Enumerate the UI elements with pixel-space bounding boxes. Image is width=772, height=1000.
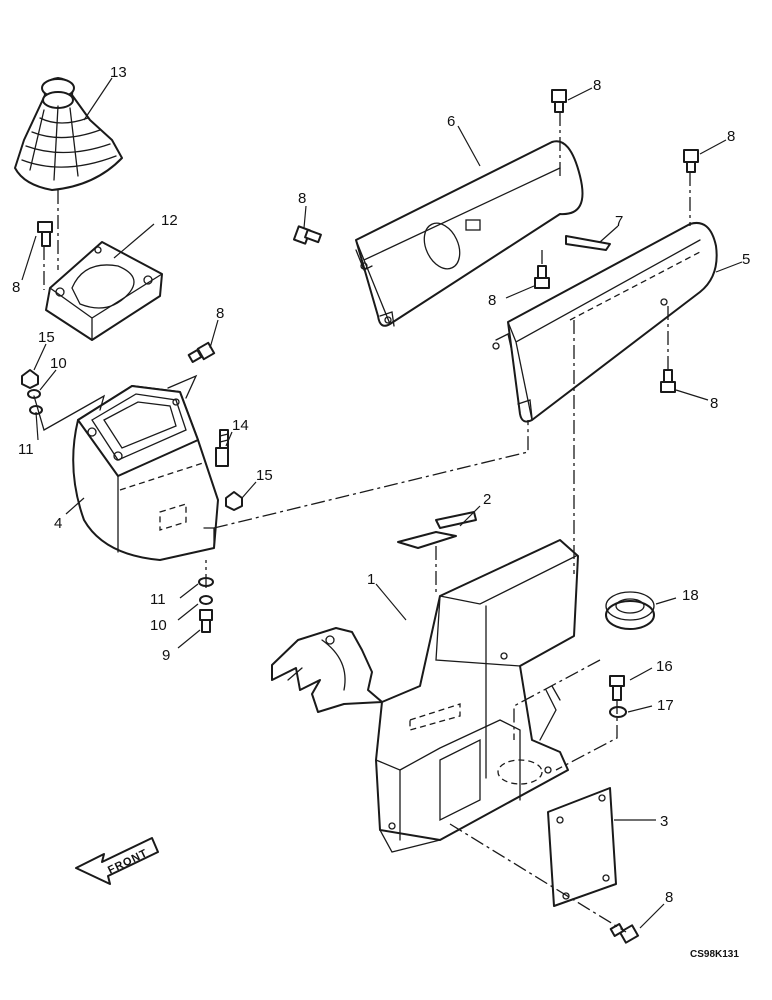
callout-1: 1 [367,571,375,588]
bolt-8-panel5-top [683,149,699,173]
callout-10: 10 [150,617,167,634]
callout-5: 5 [742,251,750,268]
callout-4: 4 [54,515,62,532]
boot-part-13 [14,77,123,191]
callout-8: 8 [727,128,735,145]
bolt-9 [199,609,213,633]
screw-14 [215,429,229,467]
callout-8: 8 [665,889,673,906]
bracket-part-7 [565,235,611,251]
bolt-16 [609,675,625,701]
callout-8: 8 [593,77,601,94]
bolt-8-panel6-bottom [534,265,550,289]
clip-part-2 [397,511,477,549]
hardware [21,89,699,944]
plate-part-3 [547,787,617,907]
callout-3: 3 [660,813,668,830]
callout-10: 10 [50,355,67,372]
plate-part-12 [45,241,163,341]
panel-part-5 [492,222,718,423]
panel-part-6 [355,140,584,327]
callout-8: 8 [488,292,496,309]
bolt-8-left-top [37,221,53,247]
callout-17: 17 [657,697,674,714]
frame-part-1 [271,539,579,853]
nut-15-left [21,369,39,389]
washer-17 [609,706,627,718]
lockwasher-10-bottom [199,595,213,605]
callout-2: 2 [483,491,491,508]
callout-11: 11 [18,441,34,458]
callout-7: 7 [615,213,623,230]
callout-8: 8 [216,305,224,322]
bolt-8-panel6-top [551,89,567,113]
assembly-lines [33,112,691,933]
callout-15: 15 [38,329,55,346]
callout-9: 9 [162,647,170,664]
bolt-8-bottom [609,923,640,944]
callout-13: 13 [110,64,127,81]
callout-11: 11 [150,591,166,608]
front-direction-arrow: FRONT [75,837,159,885]
callout-15: 15 [256,467,273,484]
bolt-8-panel5-bottom [660,369,676,393]
bolt-8-panel6-left [292,225,322,245]
callout-16: 16 [656,658,673,675]
callout-6: 6 [447,113,455,130]
callout-18: 18 [682,587,699,604]
callout-12: 12 [161,212,178,229]
callout-14: 14 [232,417,249,434]
nut-15-right [225,491,243,511]
callouts: 13 12 8 8 15 10 11 14 15 4 11 10 9 6 8 8… [12,64,750,906]
callout-8: 8 [12,279,20,296]
callout-8: 8 [298,190,306,207]
leader-lines [21,77,743,929]
callout-8: 8 [710,395,718,412]
drawing-reference: CS98K131 [690,949,739,960]
cover-part-4 [72,385,219,561]
grommet-part-18 [605,591,655,630]
